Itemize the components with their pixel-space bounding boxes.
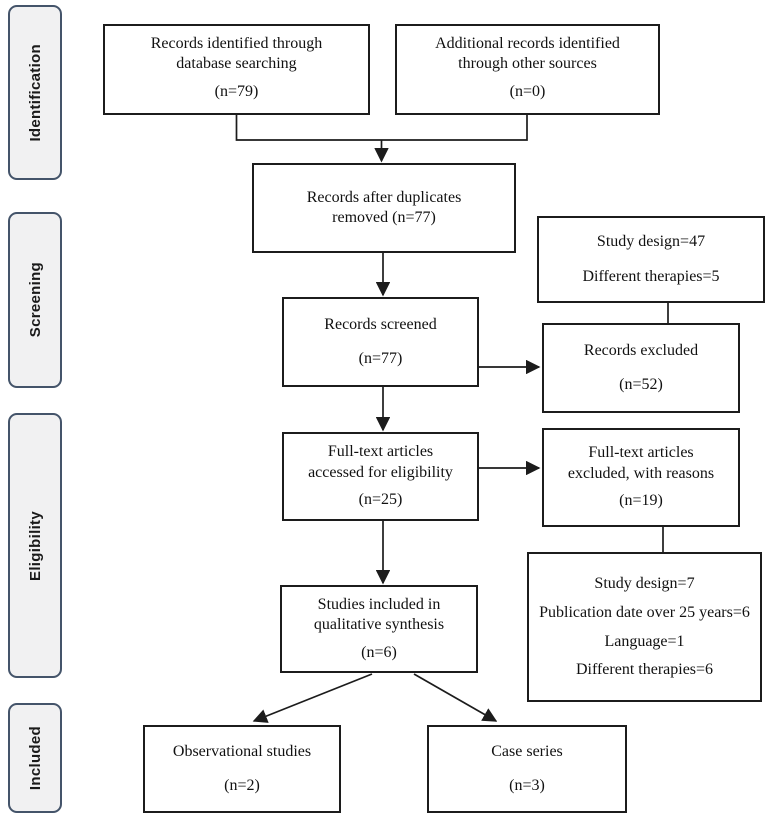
box-line: Different therapies=5 (582, 267, 720, 285)
box-line: Case series (491, 743, 563, 761)
box-line: accessed for eligibility (308, 463, 453, 481)
box-line: Records screened (324, 316, 437, 334)
box-count: (n=52) (619, 375, 663, 393)
box-line: Full-text articles (327, 443, 434, 461)
box-line: qualitative synthesis (313, 616, 445, 634)
box-count: (n=79) (214, 82, 259, 100)
box-line: excluded, with reasons (567, 464, 715, 482)
box-count: (n=6) (361, 643, 397, 661)
box-records-identified-database: Records identified through database sear… (103, 24, 370, 115)
box-records-after-duplicates: Records after duplicates removed (n=77) (252, 163, 516, 253)
stage-label-screening: Screening (8, 212, 62, 388)
box-line: Different therapies=6 (575, 661, 714, 679)
box-records-identified-other-sources: Additional records identified through ot… (395, 24, 660, 115)
stage-label-identification: Identification (8, 5, 62, 180)
box-observational-studies: Observational studies (n=2) (143, 725, 341, 813)
box-line: Language=1 (604, 632, 685, 650)
box-line: database searching (176, 55, 297, 73)
box-line: removed (n=77) (332, 209, 436, 226)
box-fulltext-accessed-eligibility: Full-text articles accessed for eligibil… (282, 432, 479, 521)
box-fulltext-excluded: Full-text articles excluded, with reason… (542, 428, 740, 527)
box-count: (n=2) (224, 776, 260, 794)
stage-label-text: Identification (26, 43, 44, 142)
box-records-excluded: Records excluded (n=52) (542, 323, 740, 413)
box-line: Full-text articles (588, 444, 694, 462)
stage-label-text: Eligibility (26, 510, 44, 581)
stage-label-text: Screening (26, 262, 44, 338)
box-count: (n=77) (358, 349, 403, 367)
box-count: (n=3) (509, 776, 545, 794)
arrow-qualitative-to-observational (252, 673, 373, 723)
box-line: Observational studies (172, 743, 312, 761)
box-line: Records identified through (150, 35, 323, 52)
box-fulltext-exclusion-reasons: Study design=7 Publication date over 25 … (527, 552, 762, 702)
box-line: Studies included in (317, 595, 441, 613)
box-line: Study design=47 (596, 233, 706, 251)
box-records-screened: Records screened (n=77) (282, 297, 479, 387)
arrow-qualitative-to-caseseries (413, 673, 498, 722)
box-line: Study design=7 (594, 575, 695, 593)
box-count: (n=25) (358, 491, 403, 509)
box-count: (n=19) (619, 492, 663, 510)
merge-connector (235, 115, 528, 141)
stage-label-text: Included (26, 725, 44, 791)
box-count: (n=0) (509, 82, 546, 100)
box-line: Additional records identified (435, 35, 620, 52)
stage-label-included: Included (8, 703, 62, 813)
box-case-series: Case series (n=3) (427, 725, 627, 813)
box-studies-qualitative-synthesis: Studies included in qualitative synthesi… (280, 585, 478, 673)
box-line: Records excluded (583, 342, 699, 360)
stage-label-eligibility: Eligibility (8, 413, 62, 678)
box-screening-exclusion-reasons: Study design=47 Different therapies=5 (537, 216, 765, 303)
box-line: through other sources (458, 55, 597, 73)
box-line: Publication date over 25 years=6 (539, 603, 750, 621)
box-line: Records after duplicates (306, 188, 462, 206)
